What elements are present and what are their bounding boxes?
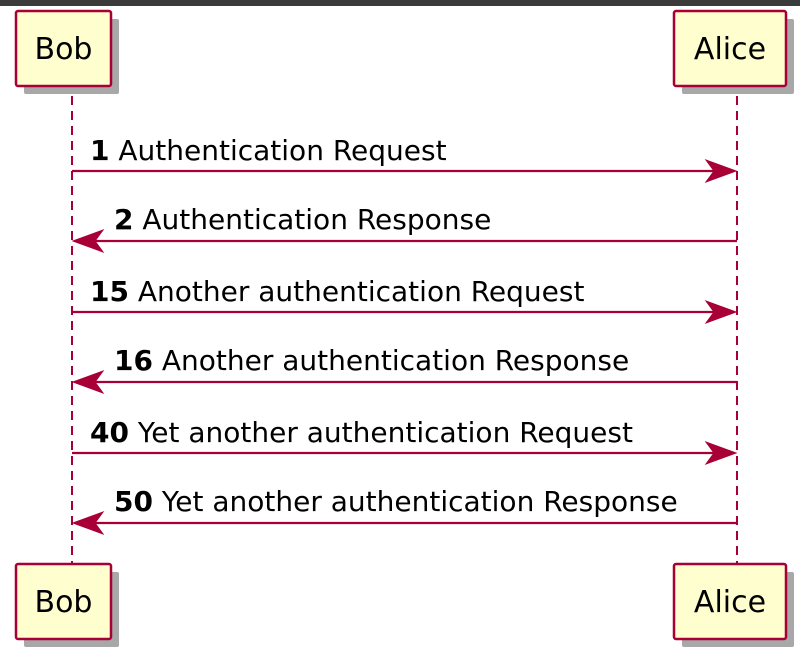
participant-label: Bob (35, 32, 93, 67)
arrow-head-icon (704, 158, 738, 184)
arrow-head-icon (704, 440, 738, 466)
participant-label: Alice (694, 585, 766, 620)
message-text: Another authentication Request (138, 275, 585, 308)
message-label: 40 Yet another authentication Request (90, 416, 633, 449)
message-label: 15 Another authentication Request (90, 275, 584, 308)
message-number: 2 (114, 203, 133, 236)
participant-bob-top: Bob (14, 9, 119, 94)
message-15: 15 Another authentication Request (72, 275, 738, 325)
participant-label: Alice (694, 32, 766, 67)
message-number: 1 (90, 134, 109, 167)
message-number: 15 (90, 275, 129, 308)
top-bar (0, 0, 800, 6)
message-1: 1 Authentication Request (72, 134, 738, 184)
arrow-head-icon (704, 299, 738, 325)
message-text: Authentication Request (118, 134, 446, 167)
message-text: Authentication Response (142, 203, 491, 236)
message-label: 2 Authentication Response (114, 203, 491, 236)
participant-alice-top: Alice (672, 9, 794, 94)
message-50: 50 Yet another authentication Response (71, 485, 737, 536)
message-label: 50 Yet another authentication Response (114, 485, 678, 518)
arrow-head-icon (71, 228, 105, 254)
message-number: 40 (90, 416, 129, 449)
message-text: Yet another authentication Response (161, 485, 678, 518)
participant-alice-bottom: Alice (672, 562, 794, 647)
arrow-head-icon (71, 510, 105, 536)
message-40: 40 Yet another authentication Request (72, 416, 738, 466)
participant-label: Bob (35, 585, 93, 620)
participant-bob-bottom: Bob (14, 562, 119, 647)
message-number: 50 (114, 485, 153, 518)
message-2: 2 Authentication Response (71, 203, 737, 254)
message-label: 1 Authentication Request (90, 134, 447, 167)
message-text: Yet another authentication Request (137, 416, 633, 449)
message-number: 16 (114, 344, 153, 377)
message-label: 16 Another authentication Response (114, 344, 629, 377)
message-text: Another authentication Response (162, 344, 629, 377)
arrow-head-icon (71, 369, 105, 395)
message-16: 16 Another authentication Response (71, 344, 737, 395)
